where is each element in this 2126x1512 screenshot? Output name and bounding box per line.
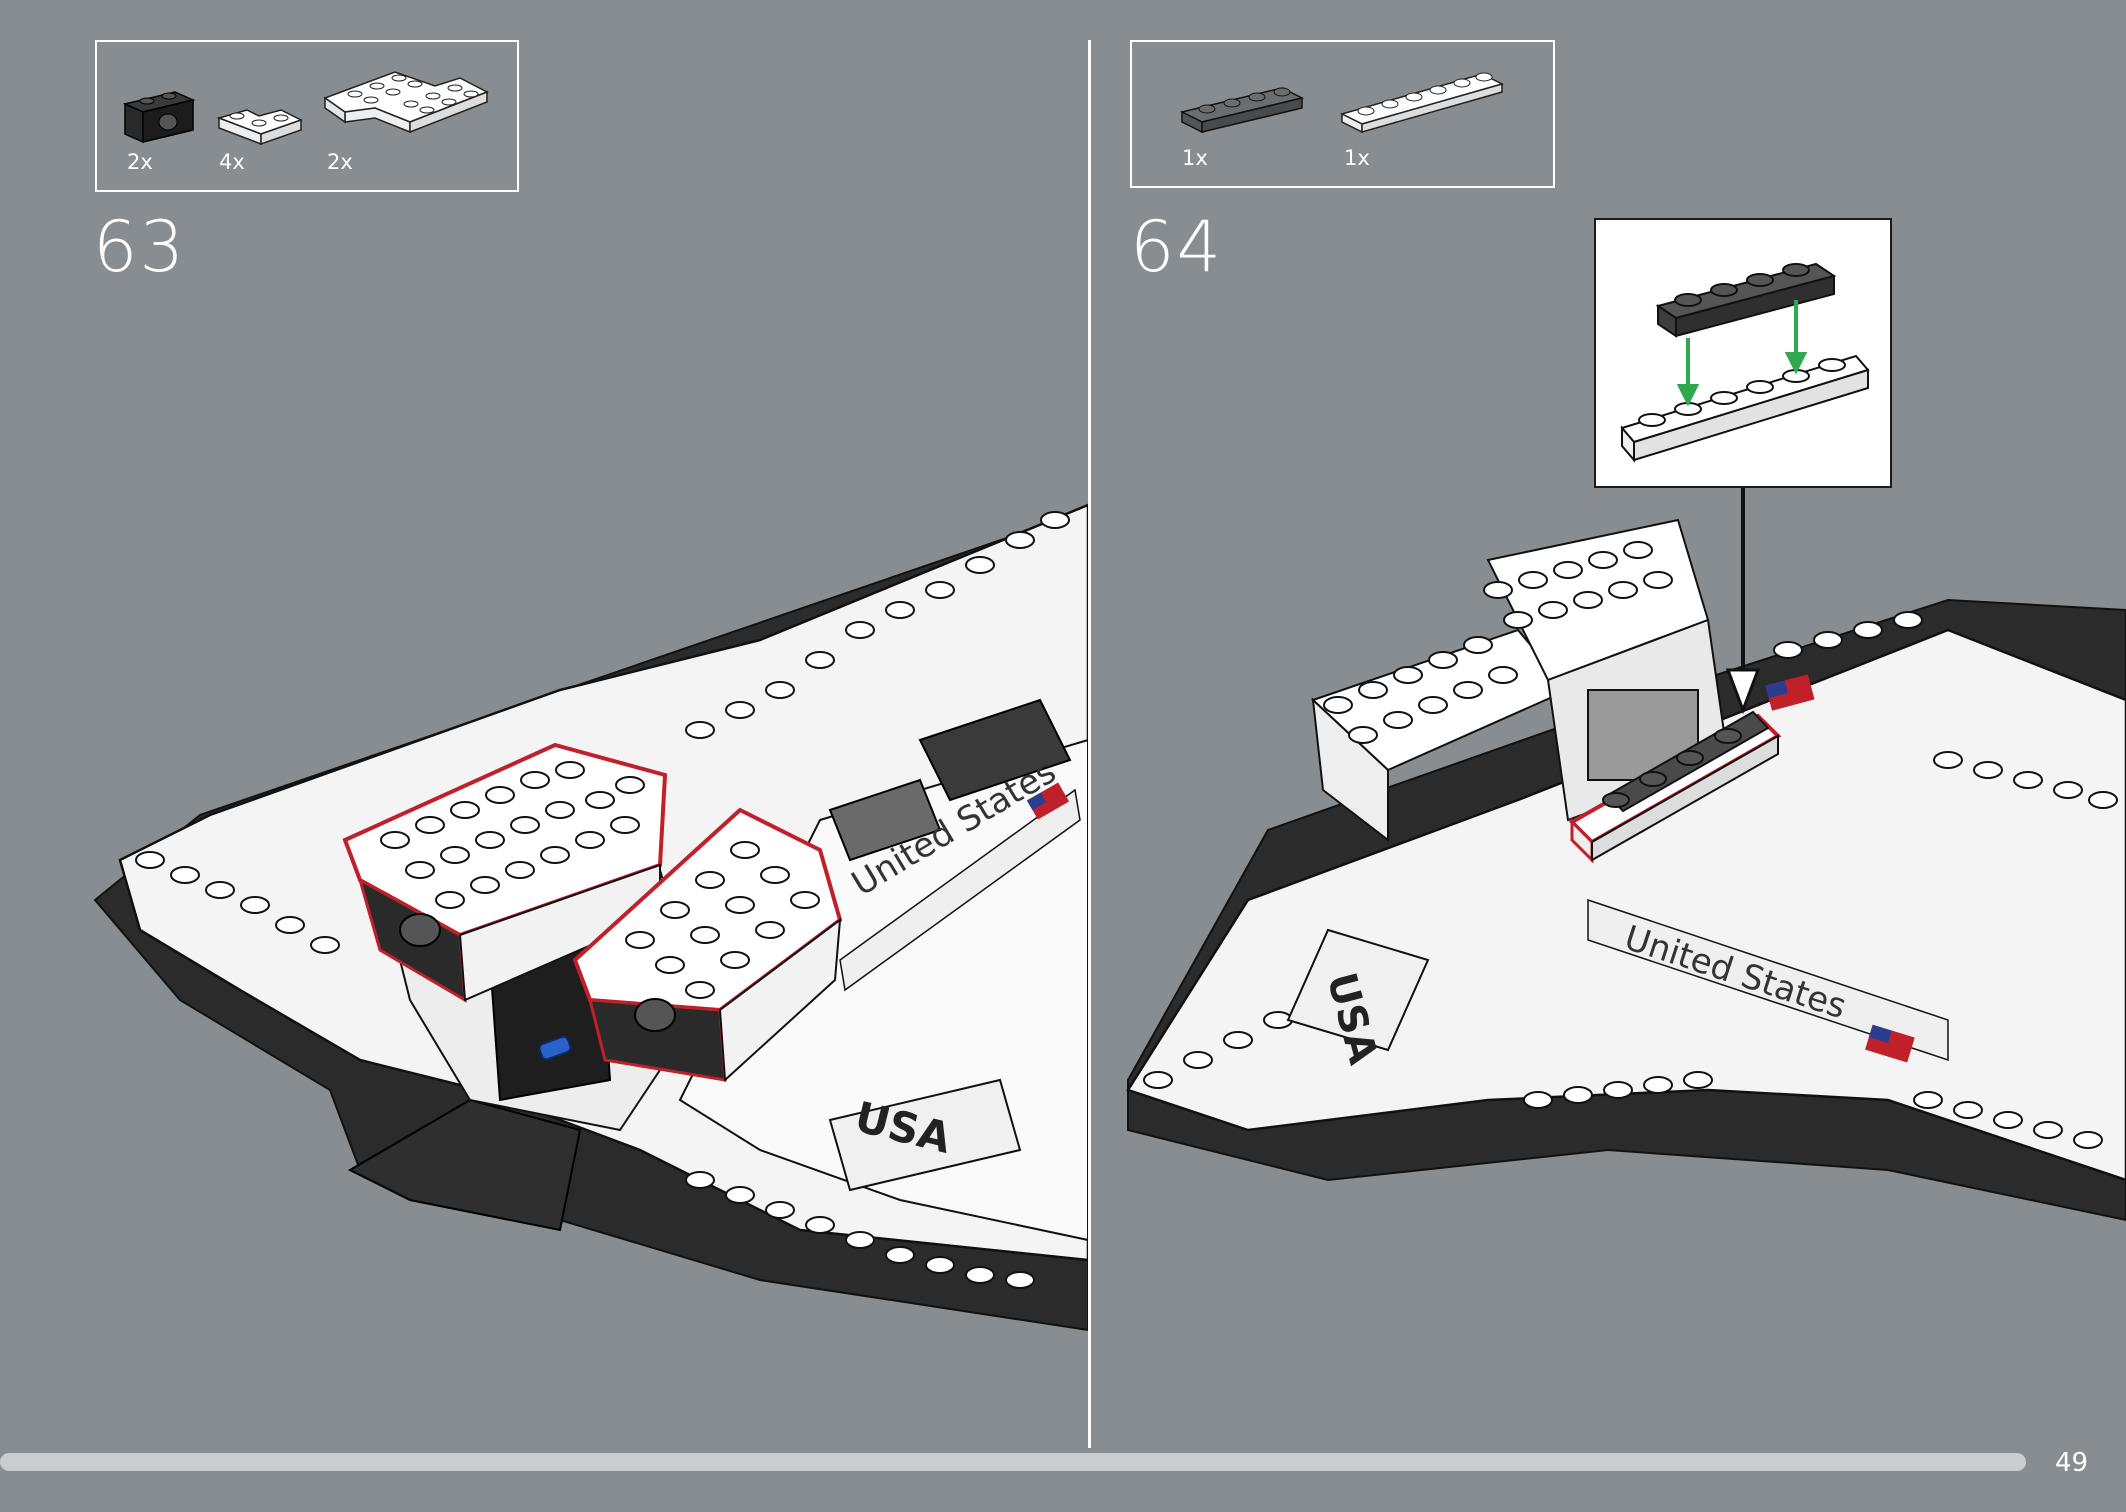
step-number: 64 <box>1130 206 1224 288</box>
white-plate-1x6-icon <box>1339 72 1505 134</box>
progress-bar <box>0 1453 2026 1471</box>
part-qty: 4x <box>219 150 245 174</box>
plate-stacking-diagram <box>1620 262 1870 463</box>
page-divider <box>1088 40 1091 1448</box>
parts-callout-step-63: 2x 4x 2x <box>95 40 519 192</box>
white-large-corner-plate-icon <box>323 71 489 134</box>
dark-gray-plate-1x4-icon <box>1179 87 1305 134</box>
white-corner-plate-icon <box>216 109 303 146</box>
step-number: 63 <box>93 206 187 288</box>
space-shuttle-model-step-63 <box>93 503 1090 1332</box>
space-shuttle-model-step-64 <box>1126 488 2126 1222</box>
part-qty: 2x <box>327 150 353 174</box>
part-qty: 1x <box>1344 146 1370 170</box>
part-qty: 2x <box>127 150 153 174</box>
page-number: 49 <box>2055 1448 2089 1478</box>
sub-assembly-inset <box>1594 218 1892 488</box>
black-technic-brick-icon <box>122 91 196 144</box>
part-qty: 1x <box>1182 146 1208 170</box>
parts-callout-step-64: 1x 1x <box>1130 40 1555 188</box>
